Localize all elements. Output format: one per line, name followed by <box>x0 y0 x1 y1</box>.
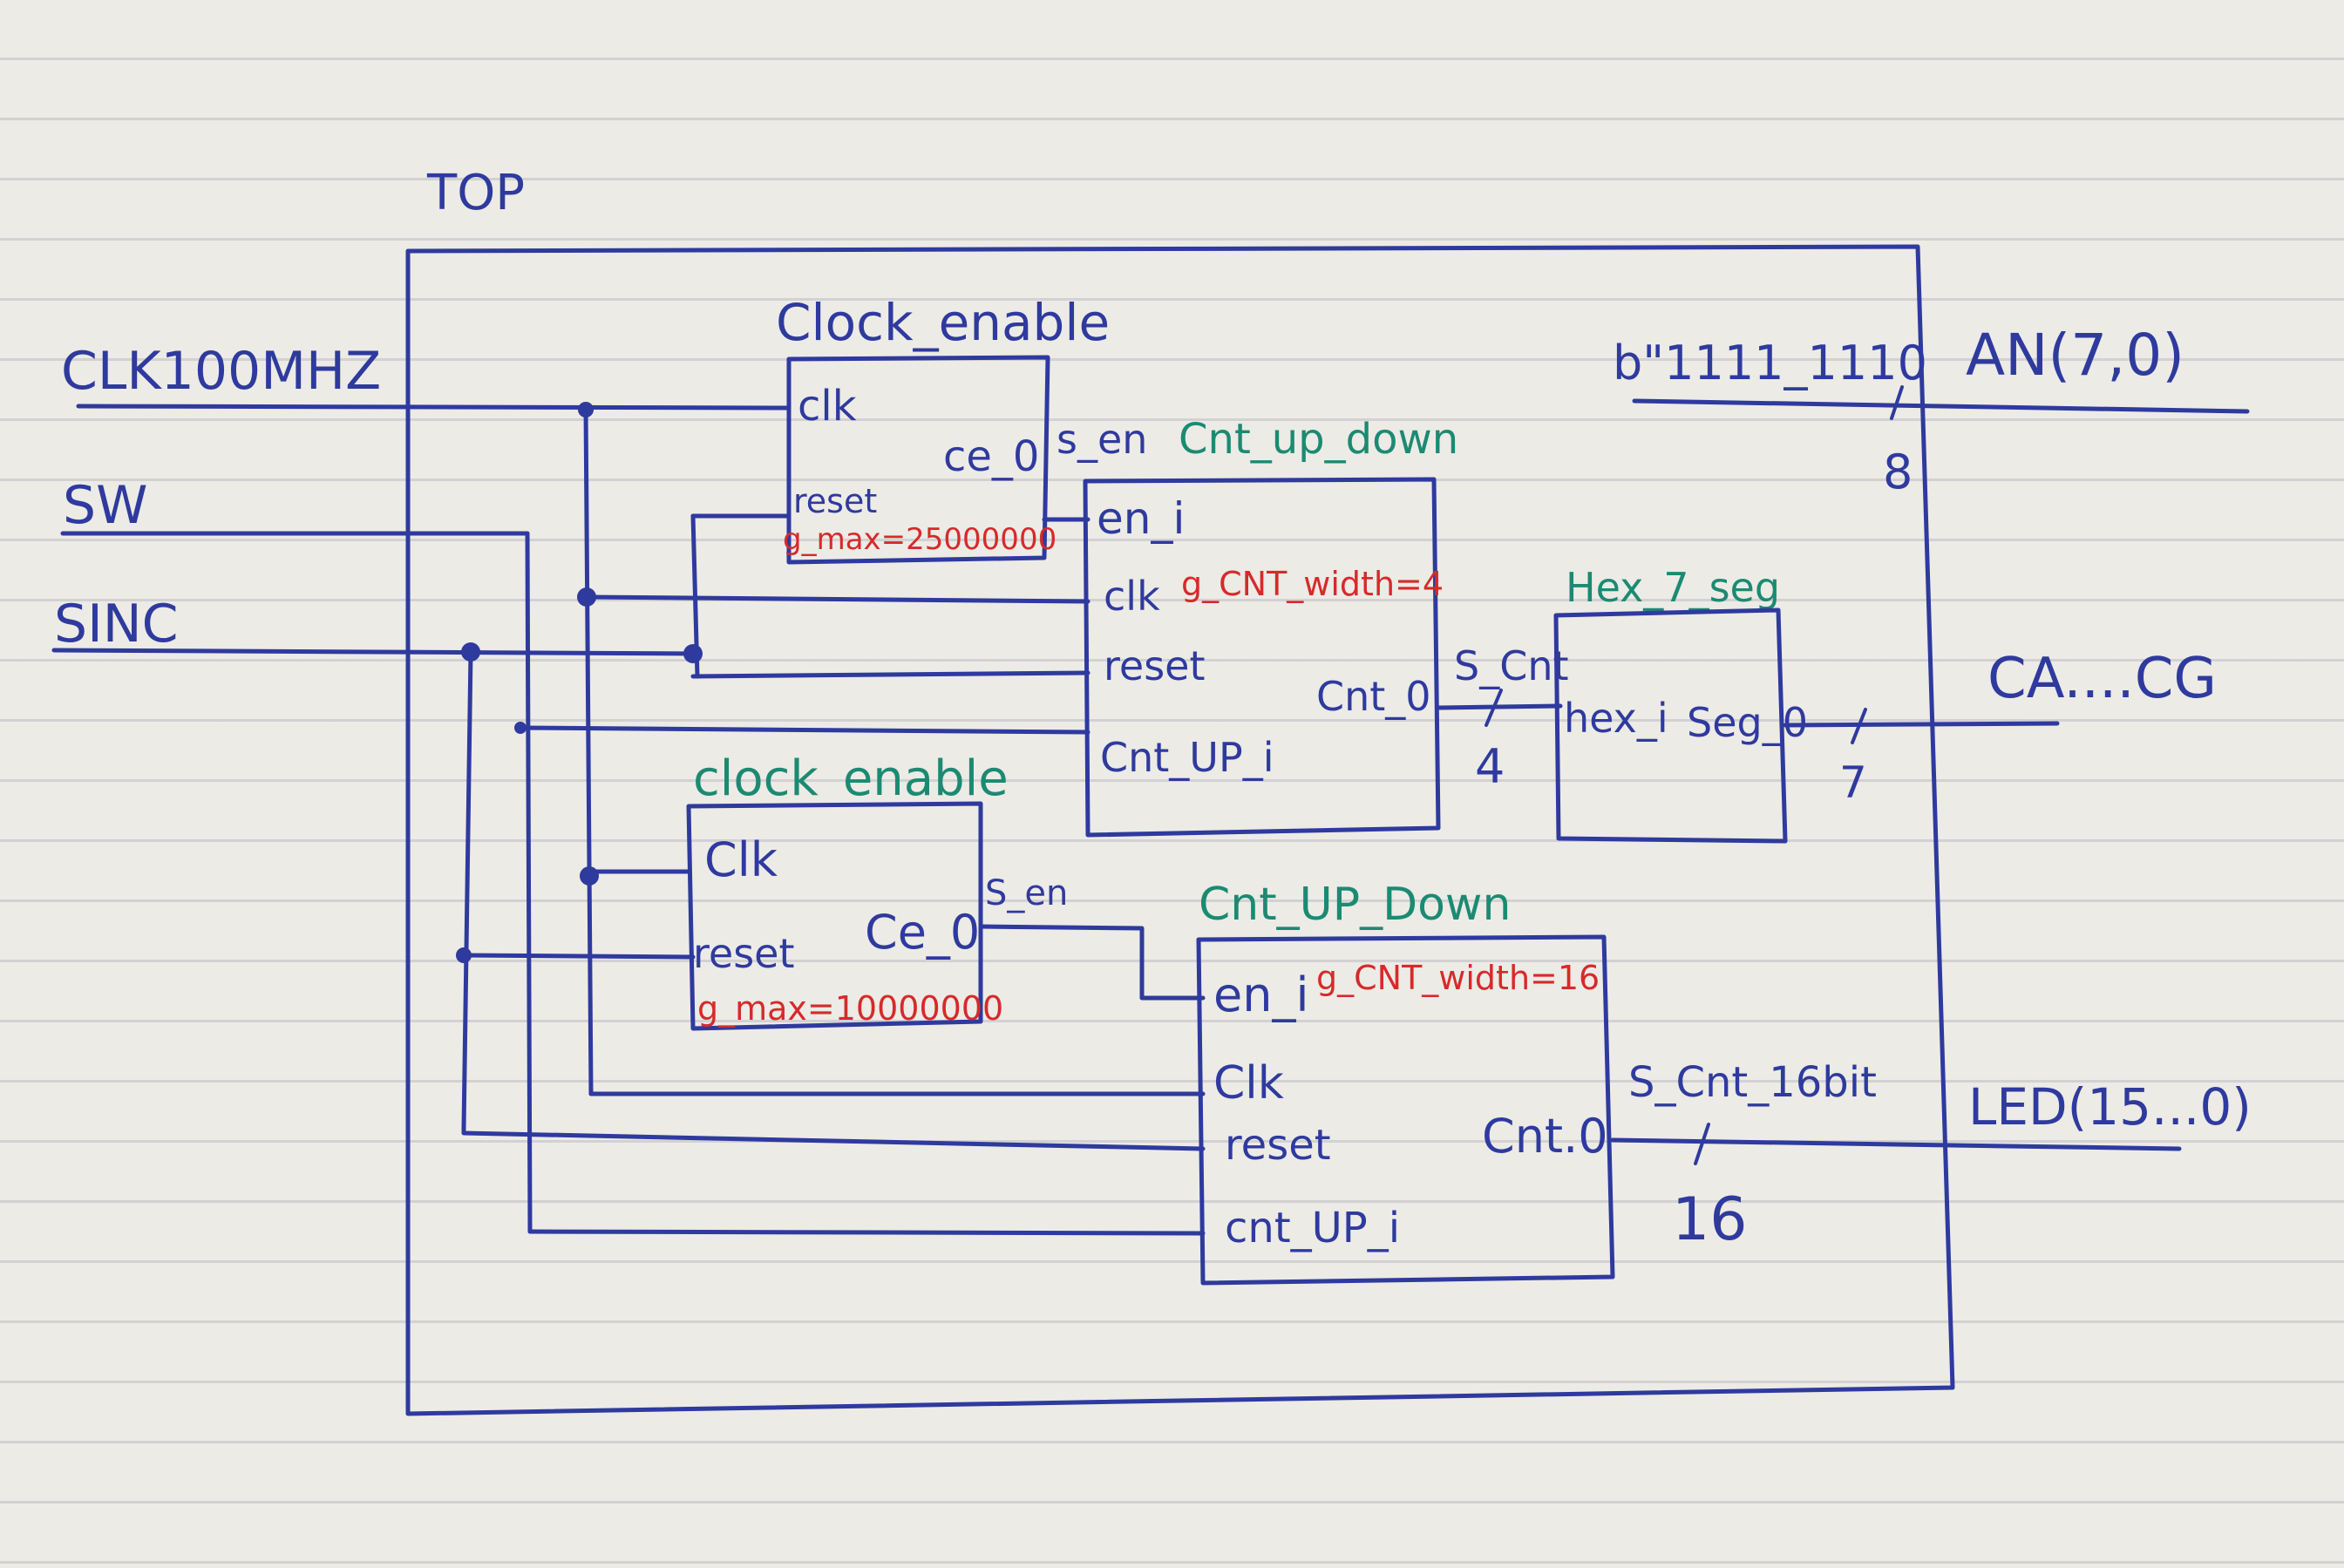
an-wire <box>1632 398 2250 414</box>
clock-enable-2-reset-port: reset <box>693 930 795 977</box>
ca-width: 7 <box>1839 757 1867 808</box>
s-cnt-width: 4 <box>1475 739 1505 794</box>
cnt-up-down-2-title: Cnt_UP_Down <box>1199 879 1511 931</box>
led-width: 16 <box>1672 1185 1748 1254</box>
ca-wire <box>1783 721 2060 728</box>
an-bus-slash <box>1890 385 1904 420</box>
clock-enable-2-clk-port: Clk <box>704 832 778 887</box>
cnt-up-down-1-title: Cnt_up_down <box>1179 415 1458 464</box>
sw-bus <box>525 531 533 1234</box>
hex-7-seg-title: Hex_7_seg <box>1566 564 1780 611</box>
cnt-up-down-2-reset-port: reset <box>1225 1121 1331 1170</box>
cnt-1-up-wire <box>517 725 1090 735</box>
cnt-up-down-2-clk-port: Clk <box>1213 1057 1284 1110</box>
clock-enable-2-ce-port: Ce_0 <box>865 905 980 960</box>
cnt-up-down-1-generic: g_CNT_width=4 <box>1181 565 1444 603</box>
s-en-label: s_en <box>1056 416 1147 463</box>
s-en-2-wire <box>978 924 1206 1001</box>
an-value-label: b"1111_1110 <box>1613 336 1927 390</box>
clock-enable-2-generic: g_max=10000000 <box>697 989 1003 1028</box>
top-label: TOP <box>426 165 525 221</box>
hex-7-seg-hex-port: hex_i <box>1564 695 1668 742</box>
clock-enable-1-generic: g_max=25000000 <box>783 522 1056 557</box>
cnt-up-down-1-cnt-port: Cnt_0 <box>1316 673 1431 720</box>
hex-7-seg-box <box>1553 608 1788 844</box>
cnt-1-reset-wire <box>690 670 1090 679</box>
cnt-up-down-1-en-port: en_i <box>1097 493 1185 544</box>
an-width: 8 <box>1883 445 1913 499</box>
clk-bus <box>583 405 594 1096</box>
ca-bus-slash <box>1851 708 1867 744</box>
clock-enable-1-title: Clock_enable <box>776 293 1110 352</box>
s-cnt-bus-slash <box>1485 689 1503 727</box>
cnt-up-down-1-reset-port: reset <box>1104 642 1206 689</box>
clock-enable-2-reset-wire <box>461 953 696 960</box>
sinc-wire <box>51 648 700 656</box>
cnt-up-down-1-cnt-up-port: Cnt_UP_i <box>1100 734 1274 781</box>
hex-7-seg-seg-port: Seg_0 <box>1687 699 1808 746</box>
s-cnt-label: S_Cnt <box>1454 642 1569 689</box>
input-sw-label: SW <box>63 475 147 536</box>
output-led-label: LED(15...0) <box>1968 1077 2252 1137</box>
output-an-label: AN(7,0) <box>1966 322 2184 389</box>
led-wire <box>1610 1137 2182 1151</box>
clock-enable-2-box <box>686 801 983 1031</box>
top-entity-box <box>405 244 1955 1416</box>
clock-enable-1-box <box>786 355 1050 565</box>
clock-enable-2-title: clock_enable <box>693 750 1009 807</box>
cnt-up-down-2-cnt-port: Cnt.0 <box>1482 1109 1608 1164</box>
cnt-up-down-1-box <box>1083 477 1441 838</box>
s-cnt-wire <box>1436 703 1563 710</box>
cnt-2-up-wire <box>527 1229 1206 1236</box>
input-clk-label: CLK100MHZ <box>61 341 381 402</box>
cnt-up-down-1-clk-port: clk <box>1104 573 1160 620</box>
clock-enable-1-ce-port: ce_0 <box>943 432 1039 481</box>
clock-enable-1-clk-port: clk <box>798 382 857 431</box>
clock-enable-1-reset-port: reset <box>793 482 877 520</box>
cnt-up-down-2-generic: g_CNT_width=16 <box>1316 959 1600 997</box>
output-ca-label: CA....CG <box>1987 647 2217 711</box>
led-bus-slash <box>1694 1123 1710 1165</box>
cnt-up-down-2-cnt-up-port: cnt_UP_i <box>1225 1204 1400 1252</box>
cnt-up-down-2-box <box>1196 934 1615 1286</box>
cnt-2-reset-wire <box>461 1126 1206 1151</box>
cnt-up-down-2-en-port: en_i <box>1213 967 1308 1022</box>
clock-enable-2-s-en-label: S_en <box>985 873 1068 913</box>
clk-wire <box>76 404 792 411</box>
sinc-bus <box>461 649 473 1131</box>
input-sinc-label: SINC <box>54 594 179 655</box>
led-signal-label: S_Cnt_16bit <box>1628 1058 1877 1107</box>
cnt-1-clk-wire <box>584 594 1090 604</box>
